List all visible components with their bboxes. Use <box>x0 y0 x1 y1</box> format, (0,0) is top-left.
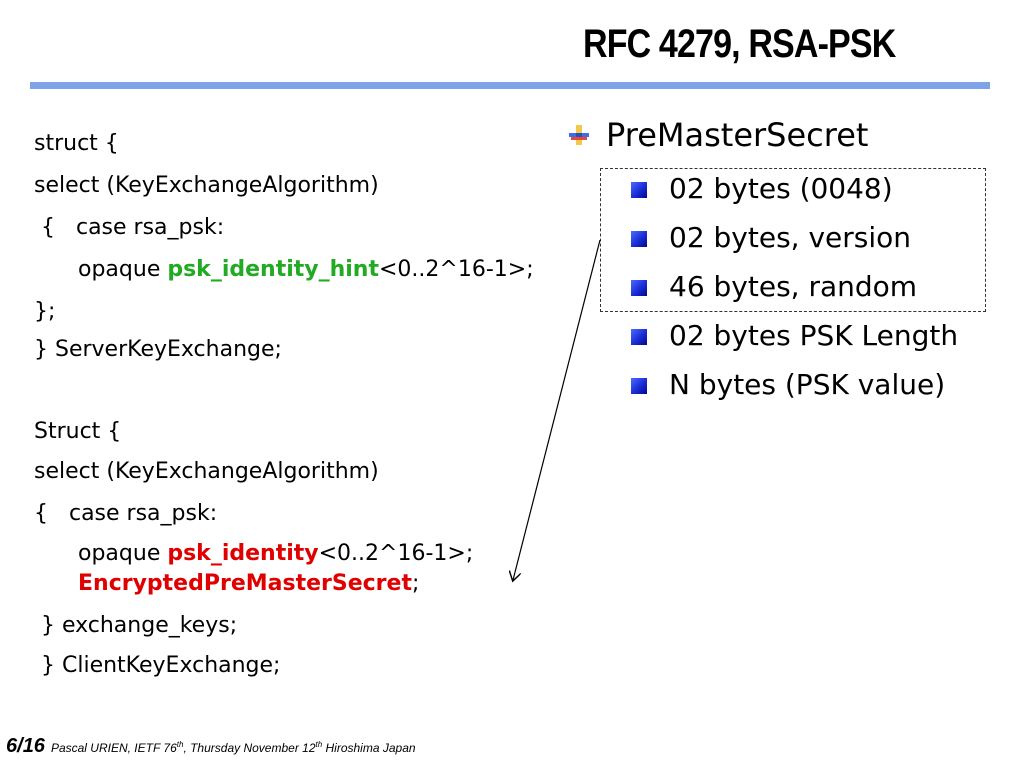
code-line: }; <box>34 299 56 324</box>
code-line: select (KeyExchangeAlgorithm) <box>34 173 379 198</box>
psk-identity-hint: psk_identity_hint <box>167 257 379 282</box>
bullet-square-icon <box>631 280 647 296</box>
code-line: select (KeyExchangeAlgorithm) <box>34 459 379 484</box>
page-total: 16 <box>22 735 45 757</box>
footer-date: , Thursday November 12 <box>183 741 316 755</box>
code-line: opaque psk_identity<0..2^16-1>; <box>78 540 473 568</box>
code-block: struct { select (KeyExchangeAlgorithm) {… <box>34 130 534 678</box>
code-text: opaque <box>78 541 168 566</box>
list-item: 02 bytes, version <box>669 221 912 254</box>
highlight-box <box>600 168 986 312</box>
bullet-square-icon <box>631 329 647 345</box>
psk-identity: psk_identity <box>167 541 319 566</box>
footer-author: Pascal URIEN, IETF 76 <box>50 741 177 755</box>
ordinal-suffix: th <box>176 740 184 749</box>
premaster-heading: PreMasterSecret <box>606 116 869 154</box>
title-divider <box>30 82 990 89</box>
footer-text: Pascal URIEN, IETF 76th, Thursday Novemb… <box>50 740 416 755</box>
code-text: <0..2^16-1>; <box>379 257 534 282</box>
encrypted-premaster-secret: EncryptedPreMasterSecret <box>78 571 412 596</box>
code-line: } ServerKeyExchange; <box>34 337 282 362</box>
code-line: EncryptedPreMasterSecret; <box>78 570 419 598</box>
bullet-square-icon <box>631 231 647 247</box>
code-text: <0..2^16-1>; <box>318 541 474 566</box>
code-line: } ClientKeyExchange; <box>34 653 281 678</box>
code-line: } exchange_keys; <box>34 613 238 638</box>
footer-location: Hiroshima Japan <box>322 741 416 755</box>
page-number: 6 <box>6 735 18 757</box>
list-item: 02 bytes PSK Length <box>669 319 959 352</box>
code-line: struct { <box>34 131 119 156</box>
bullet-square-icon <box>631 378 647 394</box>
code-line: { case rsa_psk: <box>34 215 225 240</box>
code-text: ; <box>411 571 420 596</box>
stacked-blocks-icon <box>569 125 589 145</box>
slide-title: RFC 4279, RSA-PSK <box>583 22 896 66</box>
bullet-square-icon <box>631 182 647 198</box>
ordinal-suffix: th <box>315 740 323 749</box>
code-line: Struct { <box>34 419 122 444</box>
code-text: opaque <box>78 257 168 282</box>
code-line: { case rsa_psk: <box>34 501 218 526</box>
page-separator: / <box>17 735 23 757</box>
list-item: N bytes (PSK value) <box>669 368 946 401</box>
list-item: 02 bytes (0048) <box>669 172 893 205</box>
list-item: 46 bytes, random <box>669 270 918 303</box>
code-line: opaque psk_identity_hint<0..2^16-1>; <box>78 256 534 284</box>
